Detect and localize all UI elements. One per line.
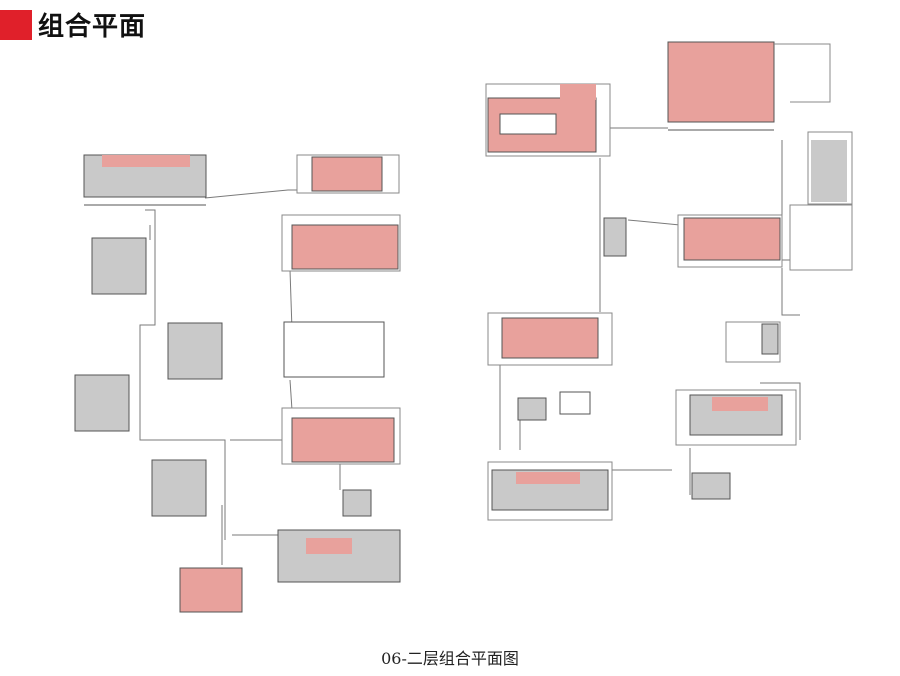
building-block <box>789 204 853 271</box>
building-block <box>283 321 385 378</box>
building-block <box>499 113 557 135</box>
building-block <box>151 459 207 517</box>
building-block <box>342 489 372 517</box>
building-block <box>712 397 768 411</box>
building-block <box>167 322 223 380</box>
building-block <box>501 317 599 359</box>
building-block <box>102 155 190 167</box>
building-block <box>683 217 781 261</box>
building-block <box>559 391 591 415</box>
left-cluster <box>139 189 341 565</box>
building-block <box>291 417 395 463</box>
building-block <box>277 529 401 583</box>
building-block <box>306 538 352 554</box>
building-block <box>603 217 627 257</box>
plan-caption: 06-二层组合平面图 <box>381 649 519 668</box>
building-block <box>311 156 383 192</box>
building-block <box>74 374 130 432</box>
building-block <box>291 224 399 270</box>
building-block <box>761 323 779 355</box>
building-block <box>179 567 243 613</box>
title-accent-bar <box>0 10 32 40</box>
building-block <box>667 41 775 123</box>
building-block <box>560 84 596 100</box>
building-block <box>516 472 580 484</box>
building-block <box>517 397 547 421</box>
slide-title: 组合平面 <box>38 12 147 42</box>
building-block <box>811 140 847 202</box>
building-block <box>691 472 731 500</box>
building-block <box>91 237 147 295</box>
